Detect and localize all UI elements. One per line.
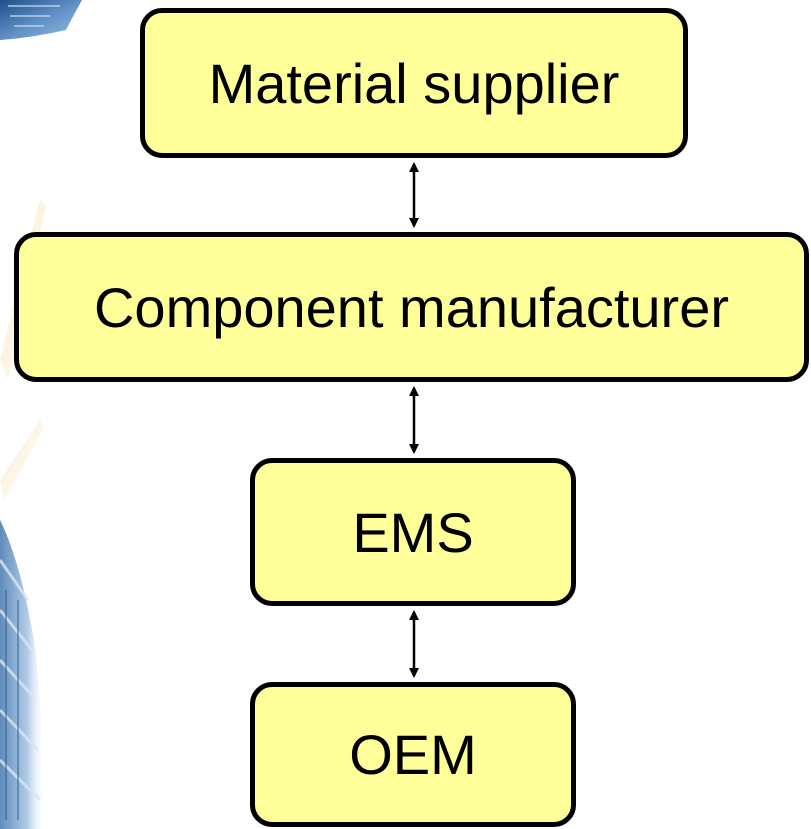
node-component-manufacturer: Component manufacturer [14,232,809,382]
node-material-supplier: Material supplier [140,8,688,158]
node-oem: OEM [250,682,576,827]
node-ems: EMS [250,458,576,606]
